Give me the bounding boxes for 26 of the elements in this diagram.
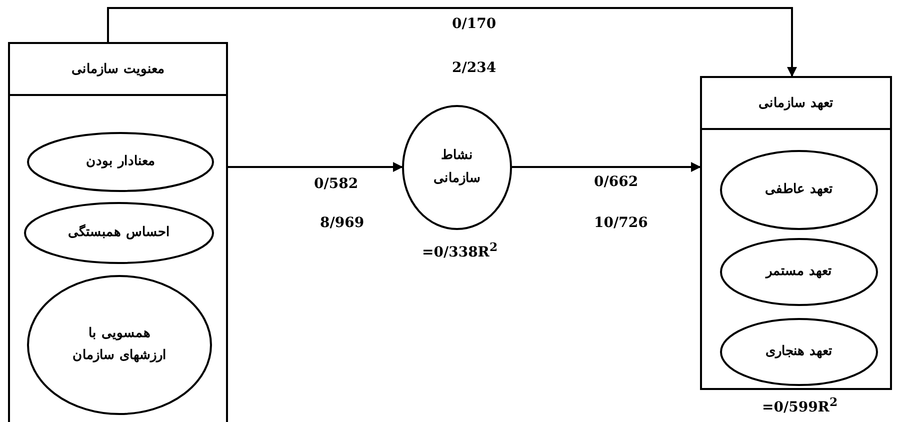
ellipse-node bbox=[402, 105, 512, 230]
edge-label: 0/170 bbox=[450, 16, 498, 32]
node-label: همسویی با ارزشهای سازمان bbox=[72, 324, 168, 365]
node-label: تعهد مستمر bbox=[764, 262, 833, 281]
arrow bbox=[107, 7, 797, 77]
r-squared-value: =0/338R$^{2}$ bbox=[420, 240, 500, 261]
group-heading: معنویت سازمانی bbox=[72, 61, 164, 77]
path-value: 2/234 bbox=[450, 60, 498, 76]
node-label: احساس همبستگی bbox=[67, 223, 171, 242]
ellipse-node bbox=[720, 318, 878, 386]
ellipse-node bbox=[27, 132, 214, 192]
node-label: نشاط سازمانی bbox=[432, 147, 482, 188]
node-label: تعهد هنجاری bbox=[764, 342, 834, 361]
arrow bbox=[228, 162, 403, 172]
ellipse-node bbox=[24, 202, 214, 264]
ellipse-node bbox=[720, 150, 878, 230]
arrow bbox=[512, 162, 701, 172]
group-heading: تعهد سازمانی bbox=[758, 95, 834, 111]
node-label: تعهد عاطفی bbox=[764, 180, 834, 199]
group-box bbox=[8, 42, 228, 422]
path-value: 8/969 bbox=[318, 215, 366, 231]
ellipse-node bbox=[720, 238, 878, 306]
ellipse-node bbox=[27, 275, 212, 415]
group-box bbox=[700, 76, 892, 390]
node-label: معنادار بودن bbox=[85, 152, 156, 171]
r-squared-value: =0/599R$^{2}$ bbox=[760, 395, 840, 416]
